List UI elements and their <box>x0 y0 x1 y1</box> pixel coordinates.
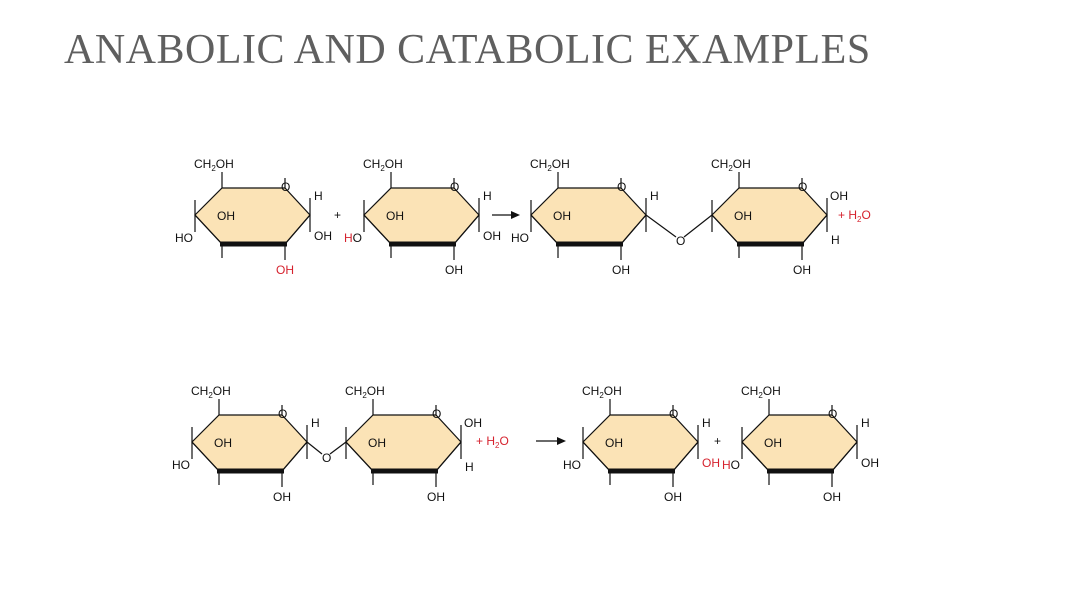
c3-hydroxyl-label: OH <box>214 436 232 450</box>
ring-left-edge <box>194 214 223 245</box>
plus-sign: + <box>334 208 341 222</box>
c4-hydroxyl-label: HO <box>172 458 190 472</box>
ring-oxygen-label: O <box>669 407 678 421</box>
c3-hydroxyl-label: OH <box>217 209 235 223</box>
ch2oh-label: CH2OH <box>194 157 234 173</box>
glucose-ring-4: O CH2OH OH H OH OH <box>711 157 848 277</box>
c1-hydrogen-label: H <box>465 460 474 474</box>
ring-left-edge <box>530 214 559 245</box>
c3-hydroxyl-label: OH <box>605 436 623 450</box>
c1-hydrogen-label: H <box>702 416 711 430</box>
page-title: ANABOLIC AND CATABOLIC EXAMPLES <box>64 27 871 73</box>
ring-oxygen-label: O <box>450 180 459 194</box>
c1-hydroxyl-label: OH <box>483 229 501 243</box>
ring-left-edge <box>711 214 740 245</box>
ring-right-edge <box>801 214 828 245</box>
ring-right-edge <box>831 441 858 472</box>
reaction-arrow <box>492 211 520 219</box>
c2-hydroxyl-label: OH <box>276 263 294 277</box>
ring-right-edge <box>620 214 647 245</box>
ring-oxygen-label: O <box>798 180 807 194</box>
c4-hydroxyl-label: HO <box>722 458 740 472</box>
glucose-ring-7: O CH2OH H OH HO OH OH <box>563 384 720 504</box>
c2-hydroxyl-label: OH <box>273 490 291 504</box>
c4-hydroxyl-label: HO <box>511 231 529 245</box>
c4-hydroxyl-label: HO <box>175 231 193 245</box>
ring-oxygen-label: O <box>828 407 837 421</box>
ring-oxygen-label: O <box>432 407 441 421</box>
c4-hydroxyl-label: HO <box>563 458 581 472</box>
svg-text:O: O <box>322 451 331 465</box>
water-reactant: + H2O <box>476 434 509 450</box>
c1-hydrogen-label: H <box>831 233 840 247</box>
glycosidic-link: O <box>306 441 347 465</box>
ring-left-edge <box>191 441 220 472</box>
c1-hydrogen-label: H <box>861 416 870 430</box>
c1-hydroxyl-label: OH <box>314 229 332 243</box>
c2-hydroxyl-label: OH <box>445 263 463 277</box>
ring-oxygen-label: O <box>281 180 290 194</box>
ring-left-edge <box>363 214 392 245</box>
water-product: + H2O <box>838 208 871 224</box>
c3-hydroxyl-label: OH <box>368 436 386 450</box>
c3-hydroxyl-label: OH <box>734 209 752 223</box>
c1-hydrogen-label: H <box>650 189 659 203</box>
c2-hydroxyl-label: OH <box>793 263 811 277</box>
glucose-ring-1: O CH2OH H OH HO OH OH <box>175 157 332 277</box>
c4-hydroxyl-label: HO <box>344 231 362 245</box>
ch2oh-label: CH2OH <box>711 157 751 173</box>
c1-hydroxyl-label: OH <box>861 456 879 470</box>
c2-hydroxyl-label: OH <box>823 490 841 504</box>
ring-right-edge <box>284 214 311 245</box>
glucose-ring-5: O CH2OH H HO OH OH <box>172 384 320 504</box>
glucose-ring-8: O CH2OH H OH HO OH OH <box>722 384 879 504</box>
ch2oh-label: CH2OH <box>582 384 622 400</box>
glycosidic-link: O <box>645 214 713 248</box>
c1-hydroxyl-label: OH <box>830 189 848 203</box>
glucose-ring-6: O CH2OH OH H OH OH <box>345 384 482 504</box>
ch2oh-label: CH2OH <box>741 384 781 400</box>
ring-oxygen-label: O <box>278 407 287 421</box>
svg-text:O: O <box>676 234 685 248</box>
ch2oh-label: CH2OH <box>345 384 385 400</box>
ring-left-edge <box>741 441 770 472</box>
ring-right-edge <box>672 441 699 472</box>
c3-hydroxyl-label: OH <box>764 436 782 450</box>
ring-right-edge <box>453 214 480 245</box>
c1-hydrogen-label: H <box>483 189 492 203</box>
c1-hydrogen-label: H <box>311 416 320 430</box>
c1-hydroxyl-label: OH <box>702 456 720 470</box>
ring-oxygen-label: O <box>617 180 626 194</box>
ch2oh-label: CH2OH <box>530 157 570 173</box>
c3-hydroxyl-label: OH <box>553 209 571 223</box>
glucose-ring-3: O CH2OH H HO OH OH <box>511 157 659 277</box>
c1-hydrogen-label: H <box>314 189 323 203</box>
c3-hydroxyl-label: OH <box>386 209 404 223</box>
ch2oh-label: CH2OH <box>191 384 231 400</box>
ring-right-edge <box>281 441 308 472</box>
c2-hydroxyl-label: OH <box>427 490 445 504</box>
c2-hydroxyl-label: OH <box>612 263 630 277</box>
ch2oh-label: CH2OH <box>363 157 403 173</box>
ring-left-edge <box>345 441 374 472</box>
plus-sign: + <box>714 434 721 448</box>
c1-hydroxyl-label: OH <box>464 416 482 430</box>
reaction-arrow <box>536 437 566 445</box>
c2-hydroxyl-label: OH <box>664 490 682 504</box>
ring-right-edge <box>435 441 462 472</box>
ring-left-edge <box>582 441 611 472</box>
glucose-ring-2: O CH2OH H OH HO OH OH <box>344 157 501 277</box>
